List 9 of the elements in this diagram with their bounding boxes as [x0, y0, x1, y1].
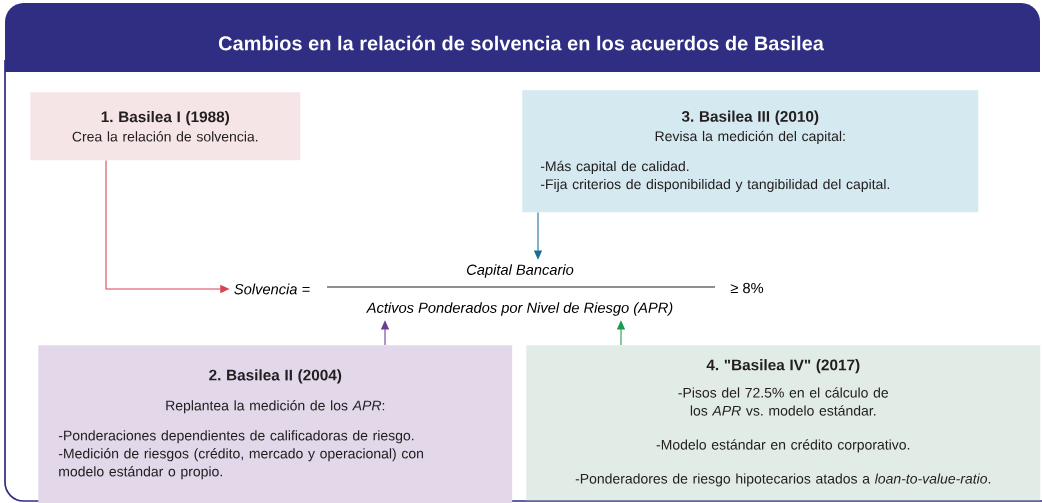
info-box: 4. "Basilea IV" (2017) -Pisos del 72.5% en el cálculo de los APR vs. modelo estándar. -Modelo estándar en crédito corporativo. -Ponderadores de riesgo hipotecarios atados a loan-to-value-ratio. [526, 345, 1041, 501]
formula-text: Activos Ponderados por Nivel de Riesgo (APR) [366, 302, 673, 316]
threshold-text: ≥ 8% [730, 282, 764, 294]
info-box: 2. Basilea II (2004) Replantea la medición de los APR: -Ponderaciones dependientes de calificadoras de riesgo. -Medición de riesgos (crédito, mercado y operacional) con modelo estándar o propio. [38, 345, 513, 503]
title-banner: Cambios en la relación de solvencia en los acuerdos de Basilea [5, 3, 1040, 72]
info-box: 1. Basilea I (1988) Crea la relación de solvencia. [30, 92, 301, 161]
formula-text: Solvencia = [234, 283, 310, 295]
info-box: 3. Basilea III (2010) Revisa la medición del capital: -Más capital de calidad. -Fija criterios de disponibilidad y tangibilidad del capital. [522, 90, 979, 213]
formula-text: Capital Bancario [467, 264, 574, 278]
